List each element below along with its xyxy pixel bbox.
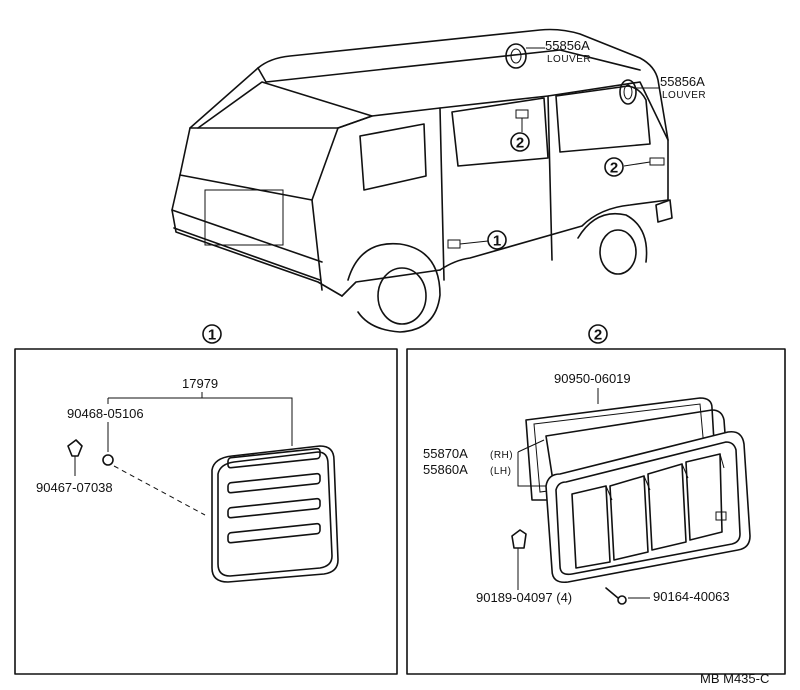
screw-90468-icon	[102, 454, 114, 466]
part-90468-05106: 90468-05106	[67, 406, 144, 421]
louver-top-part-number: 55856A	[545, 38, 590, 53]
van-illustration	[171, 28, 673, 333]
part-17979: 17979	[182, 376, 218, 391]
vent-grille-cover-17979	[211, 445, 339, 583]
screw-90164-icon	[605, 587, 627, 605]
diagram-code: MB M435-C	[700, 671, 769, 686]
van-callout-1-icon	[487, 230, 507, 250]
part-90189-04097: 90189-04097 (4)	[476, 590, 572, 605]
panel1-header-icon	[202, 324, 222, 344]
part-55870A: 55870A	[423, 446, 468, 461]
panel2-header-icon	[588, 324, 608, 344]
van-callout-2-window-icon	[510, 132, 530, 152]
clip-90189-icon	[511, 529, 527, 549]
panel2-header: 2	[594, 327, 602, 344]
part-90164-40063: 90164-40063	[653, 589, 730, 604]
part-90950-06019: 90950-06019	[554, 371, 631, 386]
louver-side-label: LOUVER	[662, 90, 706, 101]
svg-text:2: 2	[610, 160, 618, 177]
panel1-frame	[14, 348, 398, 675]
svg-text:2: 2	[516, 135, 524, 152]
side-louver-icon	[619, 79, 637, 105]
van-callout-2-rear-icon	[604, 157, 624, 177]
label-rh: (RH)	[490, 450, 513, 461]
part-90467-07038: 90467-07038	[36, 480, 113, 495]
label-lh: (LH)	[490, 466, 511, 477]
louver-side-part-number: 55856A	[660, 74, 705, 89]
panel1-header: 1	[208, 327, 216, 344]
clip-90467-icon	[67, 439, 83, 476]
svg-text:1: 1	[493, 233, 501, 250]
louver-top-label: LOUVER	[547, 54, 591, 65]
vent-louver-55870A-55860A	[545, 409, 751, 584]
roof-louver-icon	[505, 43, 527, 69]
part-55860A: 55860A	[423, 462, 468, 477]
panel2-frame	[406, 348, 786, 675]
